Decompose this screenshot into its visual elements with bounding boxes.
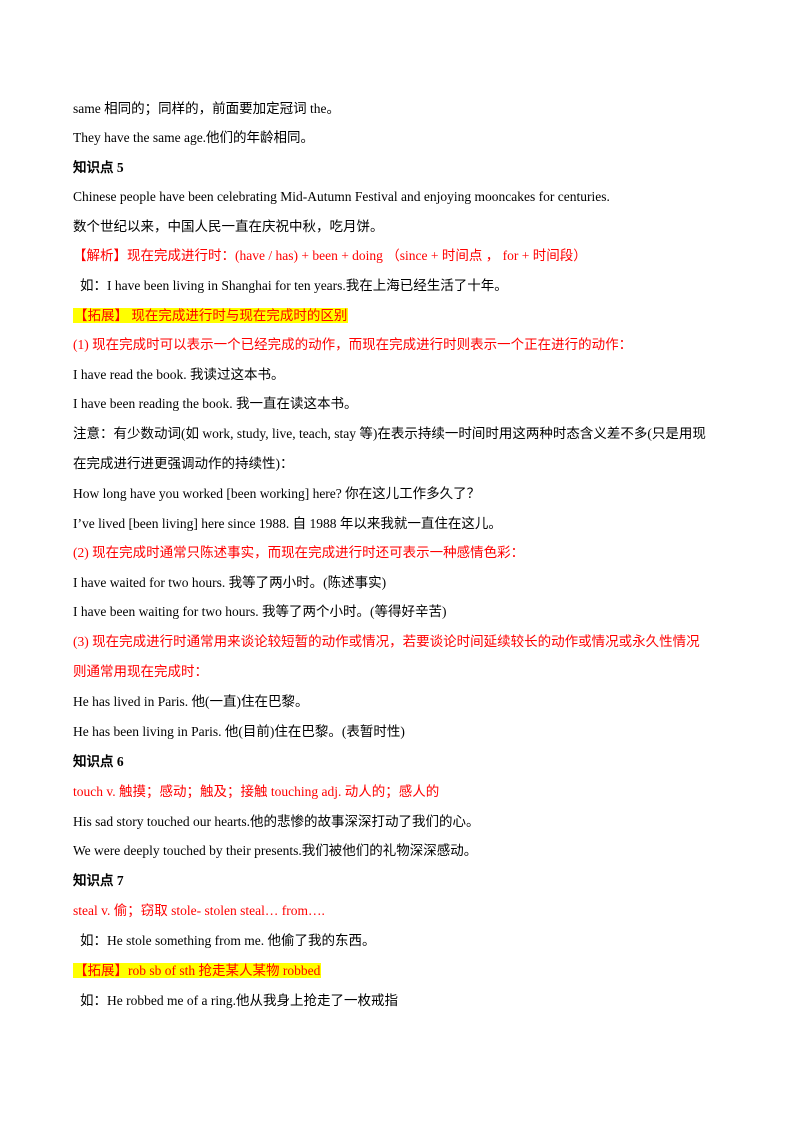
- highlighted-text: 【拓展】 现在完成进行时与现在完成时的区别: [73, 308, 349, 323]
- rule-line: (2) 现在完成时通常只陈述事实，而现在完成进行时还可表示一种感情色彩：: [73, 545, 525, 560]
- section-heading: 知识点 7: [73, 873, 124, 888]
- text-line: Chinese people have been celebrating Mid…: [73, 189, 610, 204]
- text-line: 在完成进行进更强调动作的持续性)：: [73, 456, 294, 471]
- text-line: He has been living in Paris. 他(目前)住在巴黎。(…: [73, 724, 405, 739]
- analysis-line: 【解析】现在完成进行时：(have / has) + been + doing …: [73, 248, 587, 263]
- text-line: He has lived in Paris. 他(一直)住在巴黎。: [73, 694, 309, 709]
- extension-heading: 【拓展】rob sb of sth 抢走某人某物 robbed: [73, 962, 322, 980]
- text-line: I’ve lived [been living] here since 1988…: [73, 516, 502, 531]
- text-line: They have the same age.他们的年龄相同。: [73, 130, 315, 145]
- highlighted-text: 【拓展】rob sb of sth 抢走某人某物 robbed: [73, 963, 322, 978]
- text-line: I have read the book. 我读过这本书。: [73, 367, 285, 382]
- vocab-line: touch v. 触摸；感动；触及；接触 touching adj. 动人的；感…: [73, 784, 440, 799]
- section-heading: 知识点 6: [73, 754, 124, 769]
- rule-line: (1) 现在完成时可以表示一个已经完成的动作，而现在完成进行时则表示一个正在进行…: [73, 337, 633, 352]
- vocab-line: steal v. 偷；窃取 stole- stolen steal… from……: [73, 903, 325, 918]
- example-line: 如：He robbed me of a ring.他从我身上抢走了一枚戒指: [80, 993, 398, 1008]
- text-line: I have been reading the book. 我一直在读这本书。: [73, 396, 358, 411]
- example-line: 如：He stole something from me. 他偷了我的东西。: [80, 933, 376, 948]
- text-line: 数个世纪以来，中国人民一直在庆祝中秋，吃月饼。: [73, 219, 384, 234]
- rule-line: 则通常用现在完成时：: [73, 664, 208, 679]
- text-line: His sad story touched our hearts.他的悲惨的故事…: [73, 814, 480, 829]
- text-line: We were deeply touched by their presents…: [73, 843, 478, 858]
- section-heading: 知识点 5: [73, 160, 124, 175]
- text-line: same 相同的；同样的，前面要加定冠词 the。: [73, 101, 340, 116]
- rule-line: (3) 现在完成进行时通常用来谈论较短暂的动作或情况，若要谈论时间延续较长的动作…: [73, 634, 700, 649]
- text-line: I have been waiting for two hours. 我等了两个…: [73, 604, 447, 619]
- text-line: I have waited for two hours. 我等了两小时。(陈述事…: [73, 575, 387, 590]
- text-line: How long have you worked [been working] …: [73, 486, 481, 501]
- example-line: 如：I have been living in Shanghai for ten…: [80, 278, 508, 293]
- extension-heading: 【拓展】 现在完成进行时与现在完成时的区别: [73, 307, 349, 325]
- text-line: 注意：有少数动词(如 work, study, live, teach, sta…: [73, 426, 706, 441]
